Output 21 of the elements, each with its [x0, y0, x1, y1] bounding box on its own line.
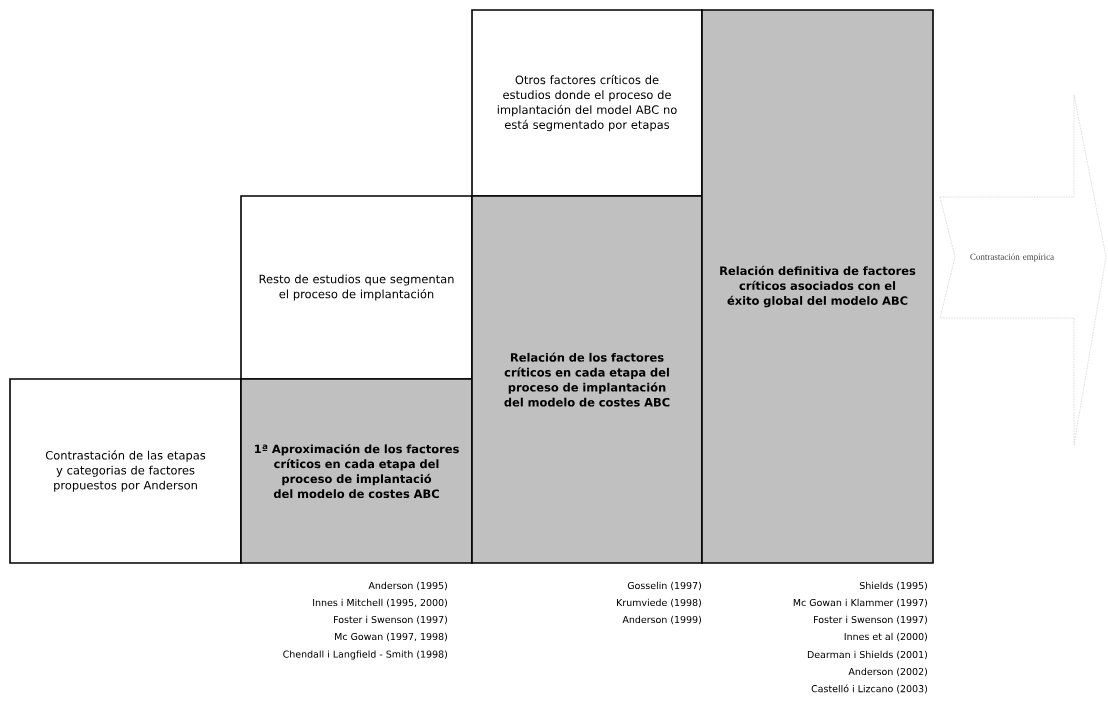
reference-text: Mc Gowan i Klammer (1997) [793, 598, 927, 608]
reference-text: Foster i Swenson (1997) [334, 615, 447, 625]
reference-text: Shields (1995) [859, 581, 927, 591]
text-box: Relación definitiva de factores críticos asociados con el éxito global del modelo ABC [701, 9, 934, 564]
reference-text: Chendall i Langfield - Smith (1998) [283, 650, 447, 660]
reference-text: Krumviede (1998) [617, 598, 701, 608]
reference-text: Innes i Mitchell (1995, 2000) [313, 598, 447, 608]
reference-text: Dearman i Shields (2001) [807, 650, 927, 660]
reference-text: Mc Gowan (1997, 1998) [335, 632, 447, 642]
reference-text: Anderson (1999) [622, 615, 701, 625]
reference-text: Innes et al (2000) [844, 632, 927, 642]
reference-text: Gosselin (1997) [627, 581, 701, 591]
text-box: Otros factores críticos de estudios donde el proceso de implantación del model ABC no está segmentado por etapas [471, 9, 703, 197]
text-box: Resto de estudios que segmentan el proceso de implantación [240, 195, 473, 380]
reference-text: Castelló i Lizcano (2003) [811, 684, 927, 694]
text-box: Relación de los factores críticos en cada etapa del proceso de implantación del modelo de costes ABC [471, 195, 703, 564]
reference-text: Foster i Swenson (1997) [814, 615, 927, 625]
text-box: 1ª Aproximación de los factores críticos en cada etapa del proceso de implantació del modelo de costes ABC [240, 378, 473, 564]
text-box: Contrastación de las etapas y categorias de factores propuestos por Anderson [9, 378, 242, 564]
reference-text: Anderson (1995) [368, 581, 447, 591]
reference-text: Anderson (2002) [848, 667, 927, 677]
